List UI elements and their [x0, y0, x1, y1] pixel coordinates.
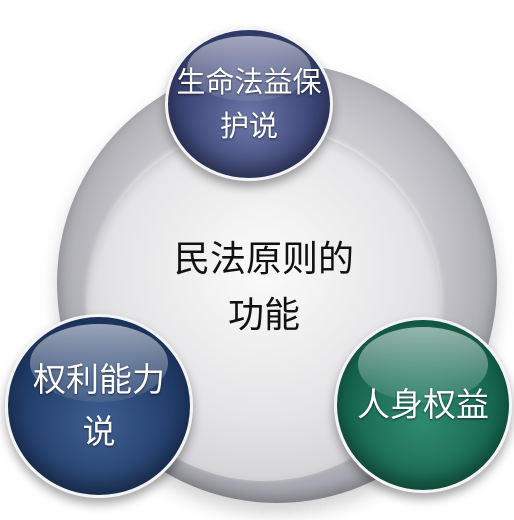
center-title-line-2: 功能	[227, 295, 300, 336]
node-left-line-1: 权利能力	[33, 360, 165, 399]
node-top-label: 生命法益保 护说	[176, 60, 321, 148]
node-legal-capacity: 权利能力 说	[5, 314, 193, 498]
node-right-label: 人身权益	[357, 385, 489, 424]
node-personal-rights: 人身权益	[334, 317, 512, 493]
node-left-line-2: 说	[82, 412, 116, 451]
node-left-label: 权利能力 说	[33, 354, 165, 458]
node-top-line-1: 生命法益保	[176, 65, 322, 99]
node-life-interest-protection: 生命法益保 护说	[165, 27, 333, 181]
node-top-line-2: 护说	[219, 109, 278, 143]
center-title-line-1: 民法原则的	[173, 239, 354, 280]
center-title: 民法原则的 功能	[110, 232, 418, 344]
